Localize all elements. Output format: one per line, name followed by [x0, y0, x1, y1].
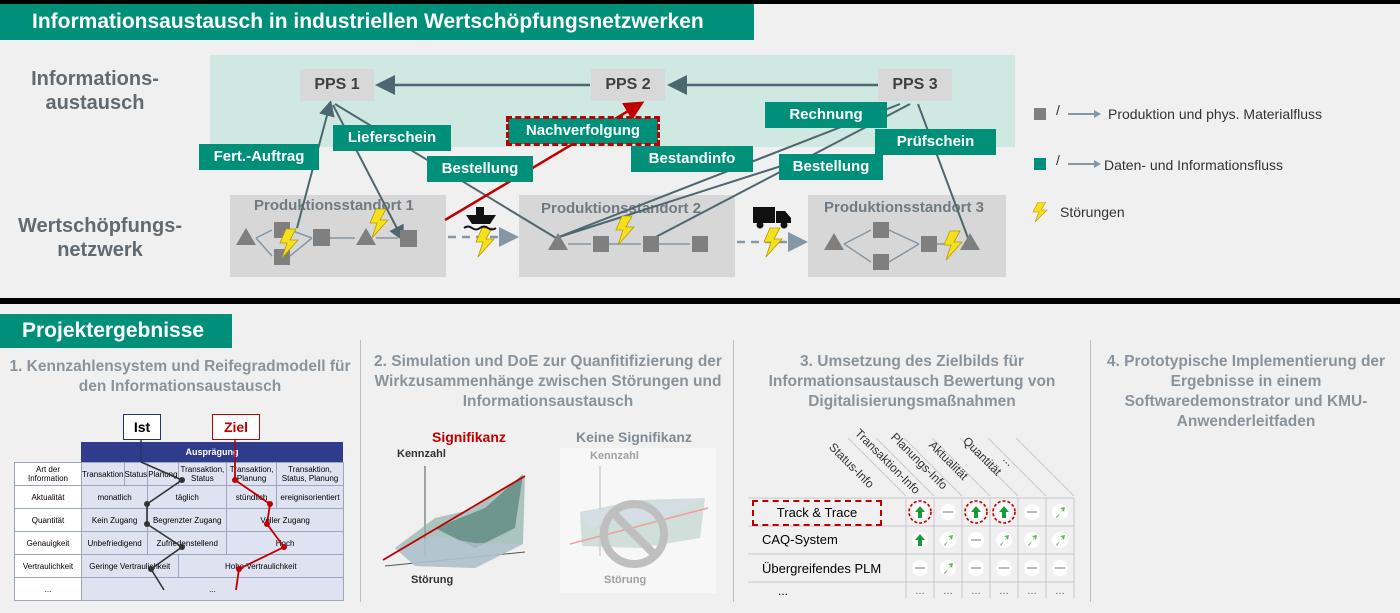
flow-bestellung-2: Bestellung [779, 154, 883, 180]
flow-bestandinfo: Bestandinfo [631, 146, 753, 172]
flow-pruefschein: Prüfschein [875, 129, 996, 155]
truck-icon [753, 207, 791, 229]
bottom-title: Projektergebnisse [0, 314, 232, 348]
table-cell: Vertraulichkeit [14, 554, 82, 578]
legend-text-stoerungen: Störungen [1060, 204, 1125, 220]
evaluation-matrix: Status-Info Transaktion-Info Planungs-In… [748, 408, 1078, 608]
stoerung-label: Störung [411, 574, 454, 586]
table-cell: Kein Zugang [80, 508, 149, 532]
row-caq: CAQ-System [762, 532, 838, 547]
ist-label: Ist [123, 414, 161, 440]
table-cell: Transaktion [81, 462, 125, 486]
site-1-label: Produktionsstandort 1 [254, 197, 415, 214]
matrix-ratings: … … … … … … [908, 500, 1069, 597]
row-track-trace: Track & Trace [752, 500, 882, 526]
top-title: Informationsaustausch in industriellen W… [0, 4, 754, 40]
col-3-heading: 3. Umsetzung des Zielbilds für Informati… [768, 353, 1056, 410]
matrix-grid [748, 437, 1075, 598]
table-cell: ... [81, 577, 344, 601]
pps-2: PPS 2 [591, 69, 665, 101]
table-cell: Begrenzter Zugang [147, 508, 228, 532]
maturity-table: Art der Information Transaktion Status P… [14, 462, 345, 601]
legend-text-info: Daten- und Informationsfluss [1104, 157, 1283, 173]
col-2-heading: 2. Simulation und DoE zur Quanfitifizier… [374, 353, 722, 410]
flow-bestellung-1: Bestellung [427, 156, 533, 182]
svg-text:…: … [1055, 586, 1065, 597]
table-cell: Art der Information [14, 462, 82, 486]
flow-nachverfolgung: Nachverfolgung [506, 116, 660, 146]
col-4-heading: 4. Prototypische Implementierung der Erg… [1106, 353, 1386, 430]
legend-info-square-icon [1034, 158, 1046, 170]
divider [733, 340, 734, 602]
flow-fert-auftrag: Fert.-Auftrag [199, 144, 319, 170]
divider [1090, 340, 1091, 602]
row-plm: Übergreifendes PLM [762, 561, 882, 576]
table-cell: Hohe Vertraulichkeit [177, 554, 345, 578]
svg-text:…: … [999, 586, 1009, 597]
legend-arrow-icon [1068, 110, 1101, 118]
table-cell: Aktualität [14, 485, 82, 509]
site-3 [808, 195, 1006, 277]
maturity-model: Ist Ziel Ausprägung Art der Information … [14, 414, 345, 604]
keine-signifikanz-label: Keine Signifikanz [576, 429, 692, 445]
legend-sep: / [1056, 102, 1060, 118]
plot-not-significant: Kennzahl Störung [560, 448, 716, 593]
signifikanz-label: Signifikanz [432, 429, 506, 445]
col-1-heading: 1. Kennzahlensystem und Reifegradmodell … [9, 358, 351, 395]
table-cell: Transaktion, Status, Planung [275, 462, 345, 486]
plot-significant: Kennzahl Störung [375, 448, 535, 593]
svg-text:…: … [943, 586, 953, 597]
left-label-network: Wertschöpfungs-netzwerk [17, 215, 183, 261]
kennzahl-label: Kennzahl [397, 448, 446, 460]
site-3-label: Produktionsstandort 3 [824, 199, 985, 216]
ship-icon [463, 207, 497, 231]
divider [360, 340, 361, 602]
table-cell: Transaktion, Status [177, 462, 228, 486]
legend: / Produktion und phys. Materialfluss / D… [1030, 100, 1390, 230]
legend-lightning-icon [1032, 202, 1048, 222]
svg-text:…: … [1027, 586, 1037, 597]
table-cell: ... [14, 577, 82, 601]
legend-material-square-icon [1034, 108, 1046, 120]
flow-rechnung: Rechnung [765, 102, 887, 128]
legend-arrow-icon [1068, 160, 1101, 168]
table-cell: täglich [147, 485, 228, 509]
maturity-paths [140, 440, 287, 591]
pps-1: PPS 1 [300, 69, 374, 101]
stoerung-label: Störung [604, 574, 647, 586]
flow-lieferschein: Lieferschein [333, 125, 451, 151]
legend-sep: / [1056, 152, 1060, 168]
auspraegung-header: Ausprägung [81, 442, 343, 462]
ziel-label: Ziel [212, 414, 260, 440]
table-cell: Hoch [226, 531, 344, 555]
table-cell: Status [123, 462, 149, 486]
pps-3: PPS 3 [878, 69, 952, 101]
table-cell: Unbefriedigend [80, 531, 149, 555]
kennzahl-label: Kennzahl [590, 450, 639, 462]
table-cell: ereignisorientiert [275, 485, 345, 509]
legend-text-material: Produktion und phys. Materialfluss [1108, 106, 1322, 122]
svg-text:…: … [915, 586, 925, 597]
left-label-info: Informations-austausch [31, 68, 159, 114]
svg-text:…: … [971, 586, 981, 597]
lightning-icons [279, 208, 963, 261]
row-more: ... [778, 584, 789, 598]
